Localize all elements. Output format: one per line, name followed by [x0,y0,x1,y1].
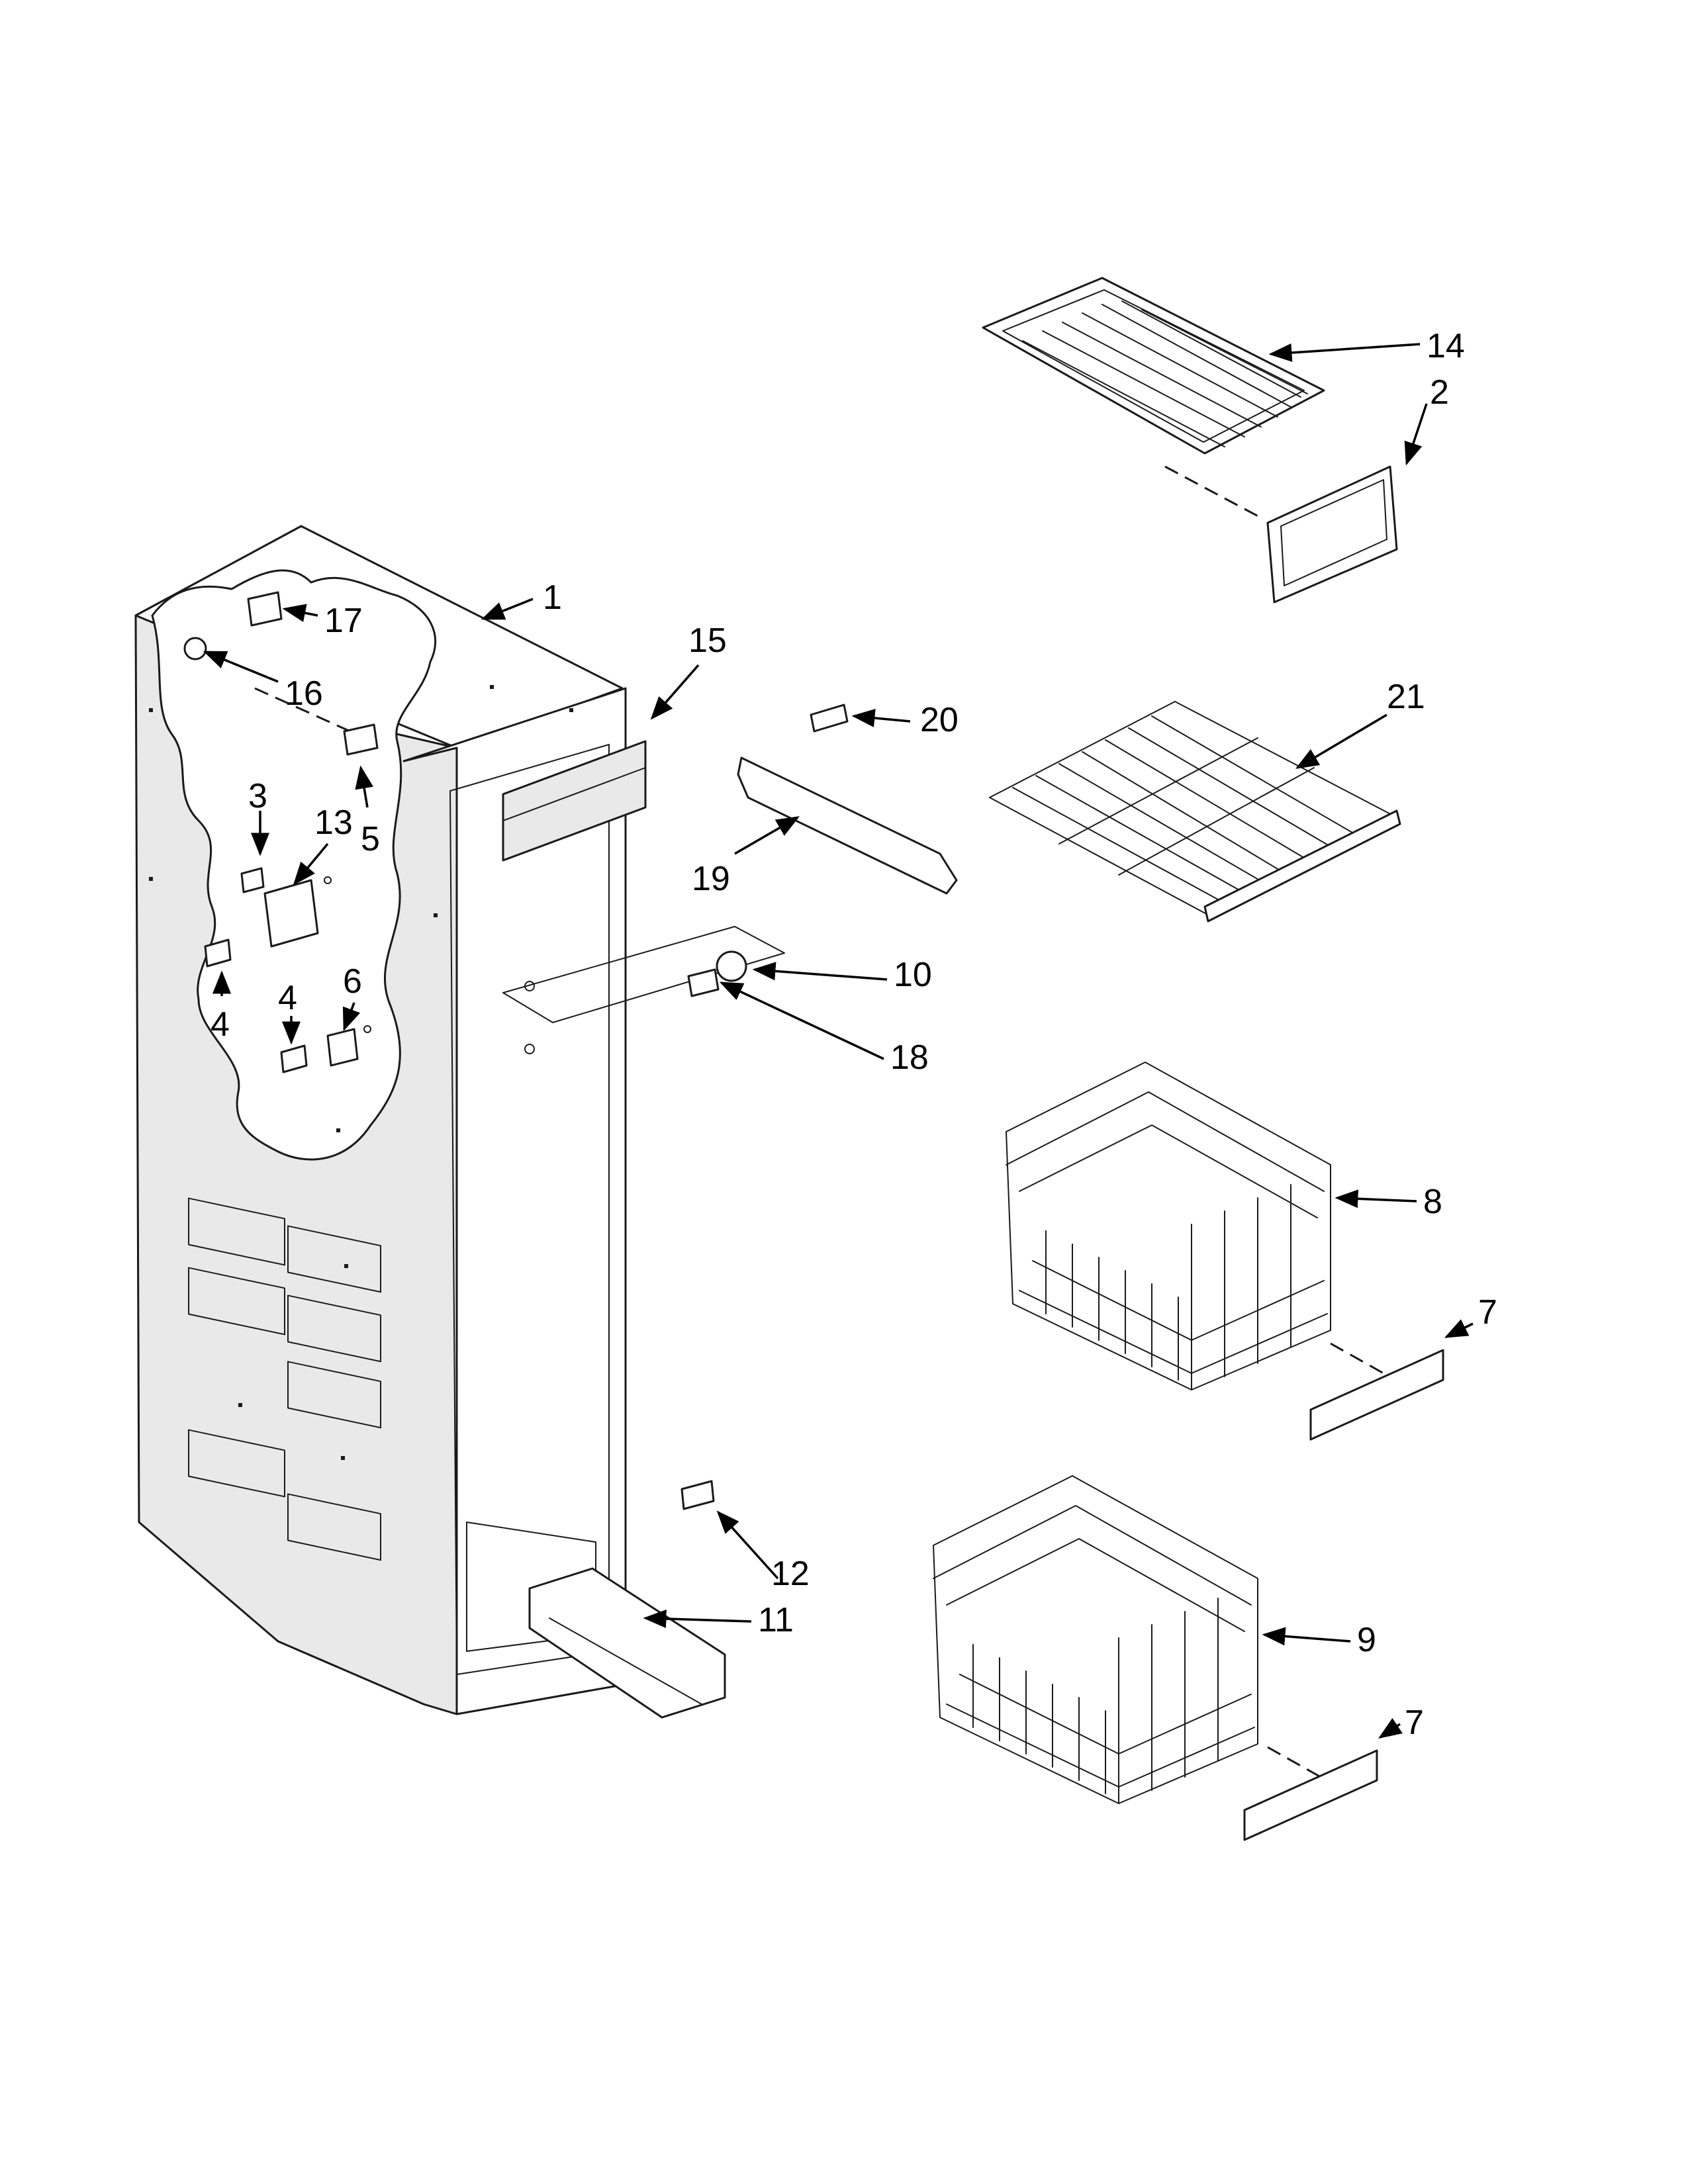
callout-12: 12 [771,1555,810,1593]
screw-20 [810,704,849,733]
leader-lines [203,343,1474,1739]
callout-19: 19 [692,860,730,898]
basket-trim-7a [1309,1349,1444,1441]
wire-shelf-21 [989,701,1401,923]
callout-17: 17 [324,602,363,640]
callout-4b: 4 [278,979,297,1017]
callout-21: 21 [1387,678,1425,716]
callout-9: 9 [1357,1621,1376,1659]
callout-13: 13 [314,803,353,842]
basket-9 [933,1475,1258,1804]
damper-6 [326,1028,359,1067]
shelf-rail-19 [737,756,958,895]
callout-20: 20 [920,701,959,739]
callout-labels: 1 2 3 4 4 5 6 7 7 8 9 10 11 12 13 14 15 … [211,327,1497,1742]
callout-4a: 4 [211,1005,230,1044]
air-diffuser-15 [502,740,647,862]
shelf-14 [982,277,1325,455]
callout-3: 3 [248,777,267,815]
callout-16: 16 [285,674,323,713]
bottom-cover-11 [528,1567,726,1719]
screw-12 [680,1480,715,1510]
screw-4a [204,938,232,968]
callout-18: 18 [890,1038,929,1077]
callout-7a: 7 [1478,1293,1497,1332]
callout-14: 14 [1427,327,1465,365]
shelf-trim-2 [1266,465,1398,604]
screw-3 [240,867,265,893]
screw-4b [280,1044,308,1073]
callout-6: 6 [343,962,362,1001]
basket-8 [1006,1062,1331,1390]
clip-5 [343,723,379,756]
thermostat-plate [502,926,785,1023]
callout-1: 1 [543,578,562,617]
freezer-liner [134,525,627,1715]
callout-7b: 7 [1405,1704,1424,1742]
callout-5: 5 [361,820,380,858]
callout-15: 15 [688,621,727,660]
screw-18 [687,968,720,997]
light-socket-17 [247,591,283,627]
light-bulb-16 [183,637,207,660]
callout-2: 2 [1430,373,1449,412]
knob-10 [716,950,747,982]
callout-10: 10 [894,956,932,994]
callout-11: 11 [758,1601,794,1639]
basket-trim-7b [1243,1749,1378,1841]
callout-8: 8 [1423,1183,1442,1221]
